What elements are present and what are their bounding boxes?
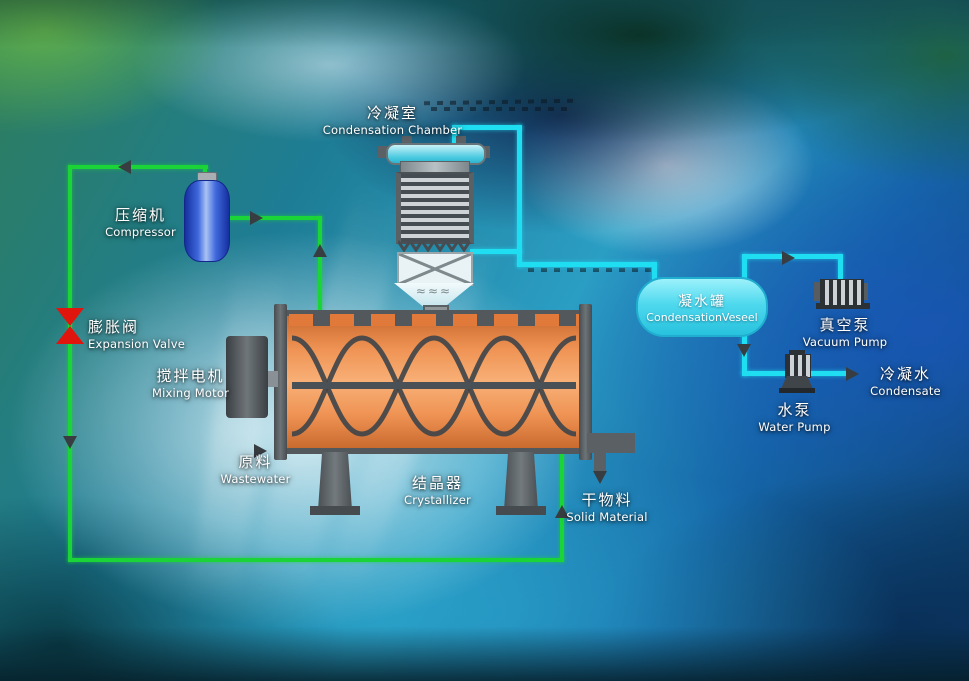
pipe-chamber-top-stub: [452, 125, 457, 147]
pipe-refrigerant-top: [68, 165, 208, 169]
condensation-vessel: 凝水罐 CondensationVeseel: [636, 277, 768, 337]
pipe-vacuum-pump-stub: [838, 254, 843, 280]
flow-arrow-right-icon: [846, 367, 859, 381]
vacuum-pump-endcap-left: [814, 282, 822, 301]
mixing-motor-label-en: Mixing Motor: [152, 386, 229, 401]
flow-arrow-up-icon: [313, 244, 327, 257]
pipe-to-vessel: [517, 262, 657, 267]
chamber-x-brace: [398, 252, 472, 286]
compressor-label-zh: 压缩机: [114, 206, 166, 224]
crystallizer-label: 结晶器 Crystallizer: [380, 473, 495, 509]
solid-material-label-en: Solid Material: [566, 510, 648, 525]
crystallizer-label-zh: 结晶器: [411, 474, 463, 492]
pipe-compressor-outlet: [227, 216, 322, 220]
wastewater-label-zh: 原料: [238, 453, 273, 471]
compressor-body: [184, 180, 230, 262]
solid-outlet-box: [587, 433, 635, 453]
chamber-lattice: [397, 252, 473, 286]
flow-arrow-right-icon: [782, 251, 795, 265]
expansion-valve-upper: [56, 308, 84, 326]
pipe-chamber-side-outlet: [470, 249, 522, 254]
condensation-vessel-label-en: CondensationVeseel: [646, 310, 758, 324]
crystallizer-auger: [292, 335, 576, 437]
water-pump-motor: [785, 354, 811, 378]
condensation-vessel-label-zh: 凝水罐: [678, 293, 726, 310]
pipe-refrigerant-bottom: [68, 558, 564, 562]
wastewater-label-en: Wastewater: [220, 472, 291, 487]
solid-outlet-pipe: [594, 453, 606, 471]
solid-material-label: 干物料 Solid Material: [552, 490, 662, 526]
pipe-to-water-pump: [742, 371, 788, 376]
condensate-label-en: Condensate: [870, 384, 941, 399]
water-pump-label-en: Water Pump: [758, 420, 831, 435]
flow-arrow-left-icon: [118, 160, 131, 174]
solid-material-label-zh: 干物料: [581, 491, 633, 509]
crystallizer-top-tabs: [289, 314, 579, 326]
background-dashes: [431, 107, 573, 111]
crystallizer-leg-left: [318, 452, 352, 510]
flow-arrow-down-icon: [737, 344, 751, 357]
motor-shaft: [266, 371, 278, 387]
wastewater-label: 原料 Wastewater: [208, 452, 303, 488]
water-pump-volute: [781, 376, 813, 389]
steam-marks: ≈≈≈: [415, 284, 453, 298]
vacuum-pump-label-zh: 真空泵: [819, 316, 871, 334]
condensation-chamber-label-zh: 冷凝室: [366, 104, 418, 122]
vacuum-pump-endcap-right: [861, 283, 868, 300]
pipe-condensate-out: [808, 371, 850, 376]
pipe-vessel-inlet: [652, 262, 657, 282]
compressor-label-en: Compressor: [105, 225, 176, 240]
pipe-vapor-downcomer: [517, 125, 522, 267]
pipe-crystallizer-riser: [318, 216, 322, 314]
water-pump-base: [779, 388, 815, 393]
solid-material-arrow-icon: [593, 471, 607, 484]
chamber-lug: [402, 136, 412, 145]
flow-arrow-down-icon: [63, 436, 77, 449]
condensation-chamber-label: 冷凝室 Condensation Chamber: [300, 103, 485, 139]
mixing-motor-label: 搅拌电机 Mixing Motor: [138, 366, 243, 402]
flow-arrow-right-icon: [250, 211, 263, 225]
chamber-fin-stack: [396, 172, 474, 244]
vacuum-pump-body: [820, 279, 864, 306]
expansion-valve-label: 膨胀阀 Expansion Valve: [88, 317, 208, 353]
expansion-valve-label-en: Expansion Valve: [88, 337, 185, 352]
vacuum-pump-base: [816, 303, 870, 309]
crystallizer-foot-right: [496, 506, 546, 515]
chamber-sawtooth: [398, 240, 470, 252]
crystallizer-endcap-left: [274, 304, 287, 460]
flow-arrow-up-icon: [555, 505, 569, 518]
water-pump-label: 水泵 Water Pump: [742, 400, 847, 436]
background-dashes: [528, 268, 658, 272]
crystallizer-label-en: Crystallizer: [404, 493, 471, 508]
water-pump-label-zh: 水泵: [777, 401, 812, 419]
pipe-vapor-top: [452, 125, 522, 130]
chamber-lug: [456, 136, 466, 145]
expansion-valve-label-zh: 膨胀阀: [88, 318, 140, 336]
condensate-label-zh: 冷凝水: [879, 365, 931, 383]
crystallizer-leg-right: [504, 452, 538, 510]
pipe-vessel-vacuum-riser: [742, 254, 747, 280]
mixing-motor-body: [226, 336, 268, 418]
condensate-label: 冷凝水 Condensate: [848, 364, 963, 400]
crystallizer-foot-left: [310, 506, 360, 515]
vacuum-pump-label-en: Vacuum Pump: [802, 335, 888, 350]
condensation-chamber-label-en: Condensation Chamber: [322, 123, 463, 138]
pipe-refrigerant-left: [68, 165, 72, 562]
water-pump-cap: [789, 350, 805, 355]
compressor-label: 压缩机 Compressor: [93, 205, 188, 241]
crystallizer-endcap-right: [579, 304, 592, 460]
wastewater-inlet-arrow-icon: [254, 444, 267, 458]
vacuum-pump-label: 真空泵 Vacuum Pump: [795, 315, 895, 351]
expansion-valve-lower: [56, 326, 84, 344]
chamber-flange-left: [378, 146, 387, 158]
mixing-motor-label-zh: 搅拌电机: [156, 367, 225, 385]
